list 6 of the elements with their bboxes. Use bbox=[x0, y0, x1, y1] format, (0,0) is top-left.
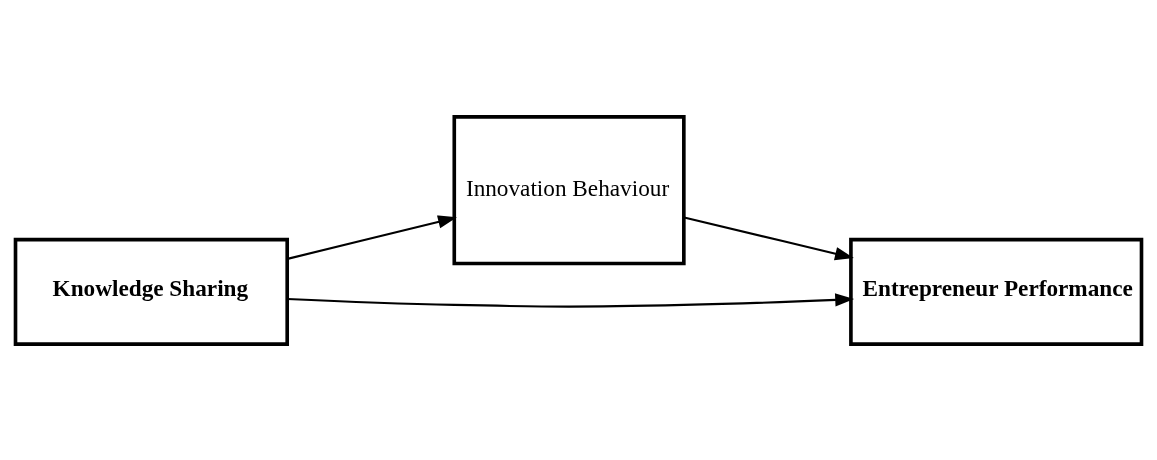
node-box: Innovation Behaviour bbox=[452, 114, 686, 265]
arrow bbox=[683, 215, 854, 260]
node-box: Entrepreneur Performance bbox=[849, 237, 1144, 346]
node-box: Knowledge Sharing bbox=[13, 237, 289, 346]
arrow bbox=[287, 214, 457, 260]
arrow bbox=[287, 292, 855, 308]
